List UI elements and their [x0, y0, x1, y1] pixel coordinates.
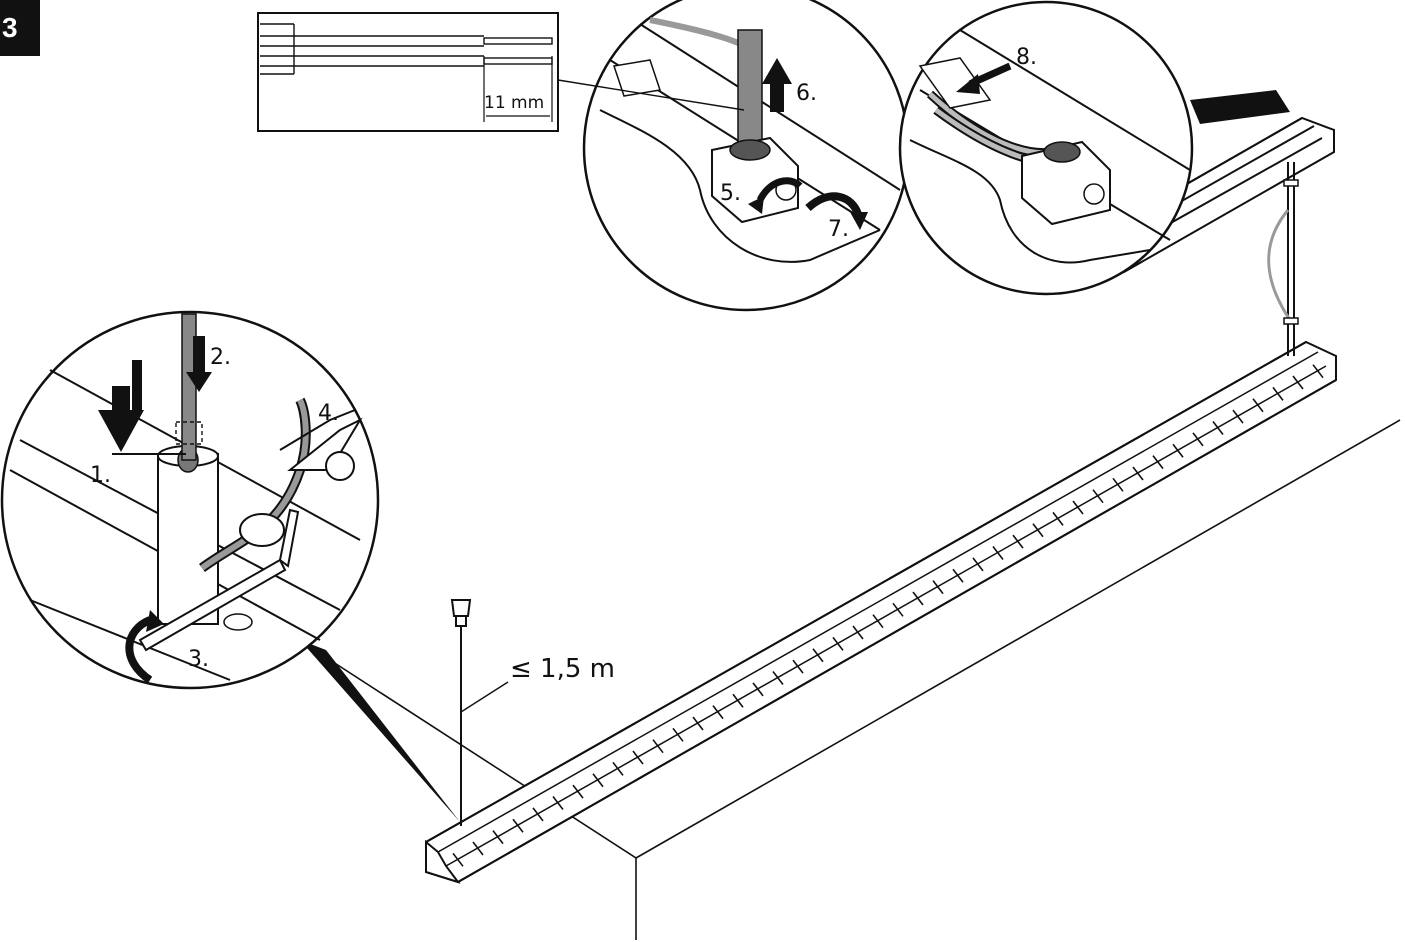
- louvre-cell: [972, 557, 984, 572]
- louvre-cell: [1172, 443, 1184, 458]
- detail-circle-right: [898, 0, 1290, 296]
- louvre-cell: [832, 636, 844, 651]
- louvre-cell: [852, 625, 864, 640]
- louvre-cell: [1032, 523, 1044, 538]
- louvre-cell: [692, 716, 704, 731]
- max-distance-label: ≤ 1,5 m: [510, 654, 615, 684]
- callout-step-3: 3.: [188, 647, 209, 672]
- callout-step-2: 2.: [210, 345, 231, 370]
- step-number: 3: [2, 12, 18, 43]
- louvre-cell: [512, 818, 524, 833]
- louvre-cell: [1112, 477, 1124, 492]
- louvre-cell: [1232, 409, 1244, 424]
- detail-circle-center: [582, 0, 910, 312]
- louvre-cell: [992, 546, 1004, 560]
- louvre-cell: [492, 830, 504, 845]
- strip-length-label: 11 mm: [484, 93, 544, 113]
- louvre-cell: [1312, 364, 1324, 379]
- louvre-cell: [752, 682, 764, 697]
- louvre-cell: [1052, 511, 1064, 526]
- louvre-cell: [472, 841, 484, 856]
- louvre-cell: [1212, 421, 1224, 435]
- louvre-cell: [1132, 466, 1144, 481]
- louvre-cell: [532, 807, 544, 822]
- louvre-cell: [572, 784, 584, 799]
- callout-step-4: 4.: [318, 401, 339, 426]
- callout-step-8: 8.: [1016, 45, 1037, 70]
- louvre-cell: [712, 705, 724, 720]
- louvre-cell: [772, 671, 784, 685]
- louvre-cell: [672, 727, 684, 742]
- louvre-cell: [932, 580, 944, 595]
- louvre-cell: [1152, 455, 1164, 470]
- louvre-cell: [912, 591, 924, 606]
- louvre-cell: [1072, 500, 1084, 515]
- detail-circle-left: [0, 310, 460, 822]
- louvre-cell: [552, 796, 564, 810]
- louvre-cell: [632, 750, 644, 765]
- louvre-cell: [1252, 398, 1264, 413]
- louvre-cells: [452, 364, 1324, 867]
- louvre-cell: [452, 852, 464, 867]
- wire-strip-inset: [257, 12, 745, 132]
- louvre-cell: [1292, 375, 1304, 390]
- louvre-cell: [652, 739, 664, 754]
- callout-step-7: 7.: [828, 217, 849, 242]
- louvre-cell: [1012, 534, 1024, 549]
- suspension-cables: [1267, 162, 1299, 356]
- louvre-cell: [1192, 432, 1204, 447]
- louvre-cell: [1272, 386, 1284, 401]
- callout-step-1: 1.: [90, 463, 111, 488]
- louvre-cell: [612, 761, 624, 776]
- louvre-cell: [812, 648, 824, 663]
- louvre-cell: [792, 659, 804, 674]
- louvre-cell: [952, 568, 964, 583]
- louvre-cell: [1092, 489, 1104, 504]
- louvre-cell: [892, 602, 904, 617]
- luminaire: [425, 340, 1337, 884]
- louvre-cell: [592, 773, 604, 788]
- louvre-cell: [732, 693, 744, 708]
- callout-step-6: 6.: [796, 81, 817, 106]
- louvre-cell: [872, 614, 884, 629]
- callout-step-5: 5.: [720, 181, 741, 206]
- ceiling-lines: [329, 419, 1401, 940]
- step-number-badge: 3: [0, 0, 40, 56]
- ceiling-anchor: [450, 599, 509, 826]
